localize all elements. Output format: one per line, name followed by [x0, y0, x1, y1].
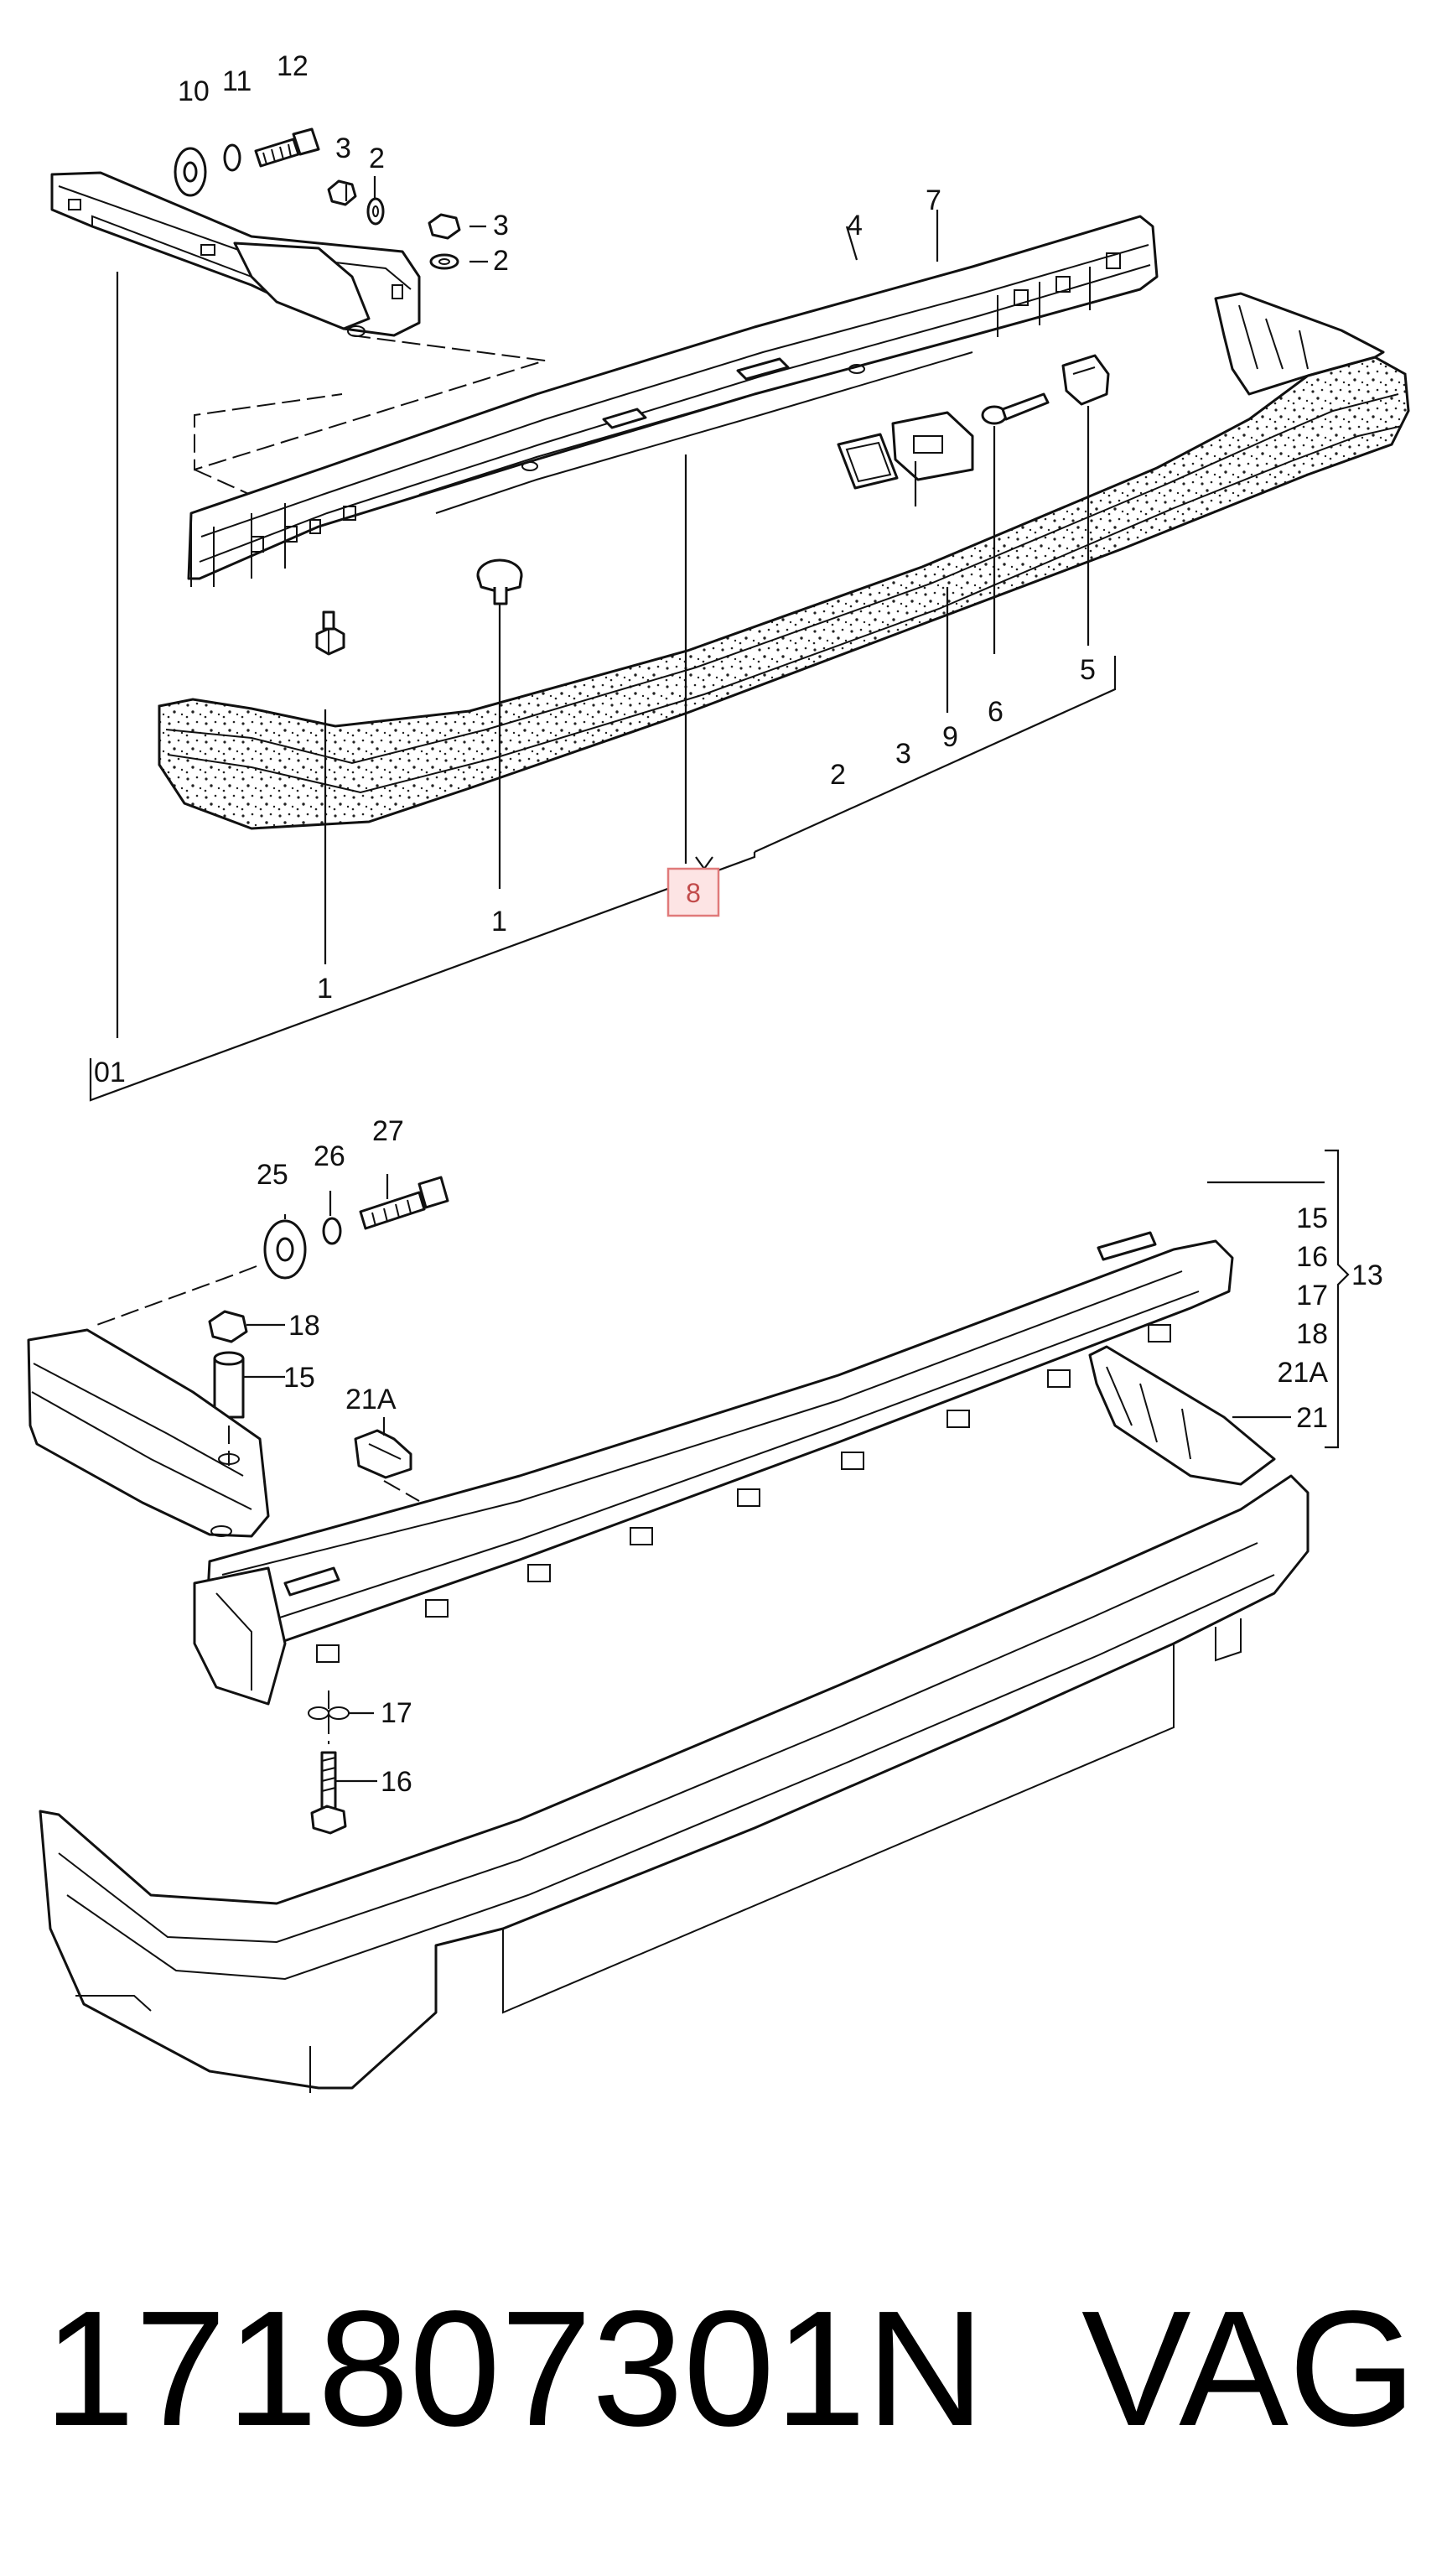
nut-3-upper	[327, 179, 357, 206]
label-10: 10	[178, 75, 210, 107]
label-3: 3	[493, 210, 509, 242]
label-6: 6	[988, 696, 1004, 728]
bolt-27	[359, 1176, 449, 1230]
label-16: 16	[381, 1766, 412, 1798]
bolt-12	[254, 127, 320, 168]
label-2: 2	[493, 245, 509, 277]
washer-25	[263, 1219, 307, 1280]
label-26: 26	[314, 1140, 345, 1172]
label-01: 01	[94, 1057, 126, 1088]
kit-list-13: 15 16 17 18 21A 21 13	[1278, 1202, 1383, 1434]
washer-2-right	[429, 253, 459, 270]
kit-item: 21	[1296, 1402, 1328, 1434]
label-3: 3	[895, 738, 911, 770]
screw-1	[315, 610, 345, 656]
kit-item: 17	[1296, 1280, 1328, 1311]
label-4: 4	[847, 210, 863, 242]
label-17: 17	[381, 1697, 412, 1729]
label-7: 7	[926, 184, 941, 216]
spacer-sleeve-15	[213, 1351, 245, 1419]
bumper-cover-highlighted	[158, 292, 1410, 830]
screw-6	[981, 392, 1050, 425]
label-2: 2	[369, 143, 385, 174]
label-12: 12	[277, 50, 309, 82]
bolt-16	[310, 1751, 347, 1835]
kit-item: 18	[1296, 1318, 1328, 1350]
bumper-cover-lower	[39, 1345, 1310, 2093]
clip-21A	[354, 1429, 412, 1479]
label-13: 13	[1351, 1259, 1383, 1291]
kit-item: 15	[1296, 1202, 1328, 1234]
label-2: 2	[830, 759, 846, 791]
highlight-callout-8[interactable]: 8	[666, 867, 720, 917]
reinforcement-beam	[187, 215, 1159, 587]
brand-name: VAG	[1081, 2277, 1416, 2460]
reinforcement-beam-lower	[193, 1231, 1234, 1706]
lower-leader-lines	[243, 1149, 1350, 1783]
mounting-clip-plate	[837, 411, 974, 490]
label-21A: 21A	[345, 1384, 397, 1415]
label-25: 25	[257, 1159, 288, 1191]
washer-26	[322, 1217, 342, 1245]
upper-leader-lines	[89, 176, 1117, 1102]
upper-assembly: 10 11 12 3 2 3 2 4 7 1 1 2 3 9 6 5 01 8	[50, 50, 1410, 1102]
caption: 171807301N VAG	[44, 2277, 1416, 2460]
washer-2-upper	[366, 197, 385, 226]
nut-18	[208, 1310, 248, 1343]
label-5: 5	[1080, 654, 1096, 686]
label-3: 3	[335, 132, 351, 164]
part-number: 171807301N	[44, 2277, 985, 2460]
spring-washer-11	[223, 143, 241, 172]
nut-3-right	[428, 213, 461, 240]
kit-item: 21A	[1278, 1357, 1329, 1389]
label-1: 1	[317, 973, 333, 1005]
label-11: 11	[222, 65, 252, 97]
lower-assembly: 25 26 27 18 15 21A 17 16 15 16 17 18 21A…	[27, 1115, 1383, 2093]
left-mounting-bracket-lower	[27, 1328, 270, 1538]
kit-item: 16	[1296, 1241, 1328, 1273]
label-9: 9	[942, 721, 958, 753]
clip-5	[1061, 354, 1110, 406]
label-15: 15	[283, 1362, 315, 1394]
large-washer-10	[174, 147, 207, 197]
label-1: 1	[491, 906, 507, 937]
label-27: 27	[372, 1115, 404, 1147]
left-mounting-bracket	[50, 171, 421, 337]
plug-1	[476, 558, 523, 605]
label-18: 18	[288, 1310, 320, 1342]
label-8-highlight: 8	[686, 878, 701, 908]
